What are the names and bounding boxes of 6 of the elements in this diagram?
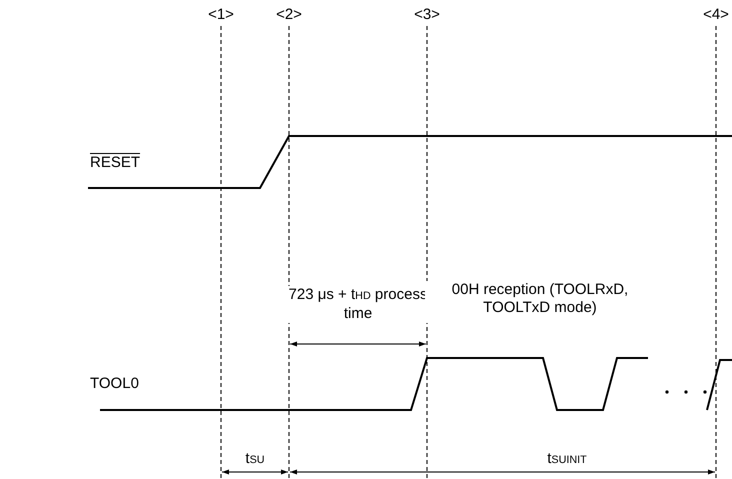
marker-label: <1> — [207, 6, 235, 24]
marker-label: <2> — [275, 6, 303, 24]
signal-label: RESET — [90, 154, 140, 172]
signal-label: TOOL0 — [90, 375, 139, 393]
marker-label: <3> — [413, 6, 441, 24]
marker-label: <4> — [702, 6, 730, 24]
